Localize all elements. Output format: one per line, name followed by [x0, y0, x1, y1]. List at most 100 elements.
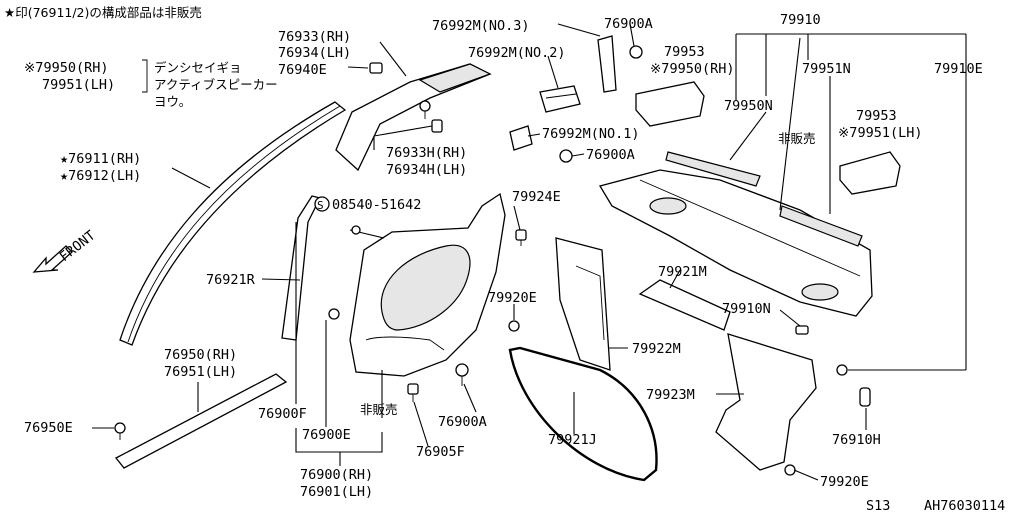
section-label: S13 — [866, 498, 890, 512]
label-76905f: 76905F — [416, 444, 465, 460]
label-76921r: 76921R — [206, 272, 256, 288]
label-76934-lh: 76934(LH) — [278, 45, 351, 61]
leader-76992m-2 — [547, 55, 559, 89]
label-76951-lh: 76951(LH) — [164, 364, 237, 380]
leader-76933 — [379, 41, 407, 77]
speaker-cover-79953-rh-icon — [635, 81, 705, 127]
label-76900a-low: 76900A — [438, 414, 487, 430]
upper-garnish-76933 — [335, 63, 492, 172]
legend-desc-2: アクティブスピーカー — [154, 77, 278, 92]
label-79921m: 79921M — [658, 264, 707, 280]
leader-76992m-3 — [557, 23, 601, 37]
leader-76900a-top — [629, 23, 635, 47]
diagram-code: AH76030114 — [924, 498, 1005, 512]
vent-79951n-icon — [779, 205, 863, 247]
weatherstrip-79921j — [508, 346, 658, 482]
label-76992m-2: 76992M(NO.2) — [468, 45, 566, 61]
label-76933h-rh: 76933H(RH) — [386, 145, 467, 161]
front-label: FRONT — [57, 228, 99, 266]
label-79951n: 79951N — [802, 61, 851, 77]
label-79953-right: 79953 — [856, 108, 897, 124]
clip-79920e-low-icon — [784, 464, 796, 476]
leader-76900a-low — [463, 383, 477, 413]
leader-79910n — [779, 309, 801, 327]
leader-79921m — [669, 269, 681, 289]
clip-79924e-icon — [515, 229, 527, 246]
label-79924e: 79924E — [512, 189, 561, 205]
label-76911-rh: ★76911(RH) — [60, 151, 141, 167]
label-79923m: 79923M — [646, 387, 695, 403]
speaker-cover-79953-lh-icon — [839, 151, 901, 195]
sill-strip-76950 — [115, 373, 288, 469]
label-76900a-top: 76900A — [604, 16, 653, 32]
label-79920e-mid: 79920E — [488, 290, 537, 306]
trim-79922m — [555, 237, 611, 371]
clip-76910h-icon — [859, 387, 871, 407]
legend-note: ★印(76911/2)の構成部品は非販売 — [4, 5, 202, 20]
label-79910n: 79910N — [722, 301, 771, 317]
label-76910h: 76910H — [832, 432, 881, 448]
clip-76900f-icon — [328, 308, 340, 320]
clip-76905f-icon — [407, 383, 419, 402]
bracket-76992m-2-icon — [539, 85, 581, 113]
label-76912-lh: ★76912(LH) — [60, 168, 141, 184]
bracket-76992m-3-icon — [597, 35, 617, 93]
clip-76940e-icon — [369, 62, 383, 74]
clip-76900a-mid-icon — [559, 149, 573, 163]
clip-76950e-icon — [114, 422, 126, 440]
pillar-trim-76921r — [281, 195, 321, 341]
screw-s-icon: S — [314, 196, 330, 212]
pillar-garnish-76911 — [119, 101, 347, 346]
legend-bracket — [142, 59, 148, 93]
leader-76911 — [171, 167, 211, 189]
label-79950-rh: ※79950(RH) — [650, 61, 734, 77]
leader-76921r — [261, 278, 301, 281]
trim-79923m — [715, 333, 817, 471]
label-76933-rh: 76933(RH) — [278, 29, 351, 45]
clip-76900a-lower-icon — [455, 363, 469, 386]
label-79910: 79910 — [780, 12, 821, 28]
parcel-shelf-79910 — [598, 169, 873, 317]
label-not-sold-2: 非販売 — [360, 402, 398, 417]
leader-76940e — [347, 66, 369, 69]
leader-76905f — [413, 401, 429, 447]
clip-79910n-icon — [795, 325, 809, 335]
label-76900f: 76900F — [258, 406, 307, 422]
leader-76933h-b — [373, 125, 433, 137]
clip-79910e-icon — [836, 364, 848, 376]
leader-79924e — [513, 205, 521, 231]
label-76901-lh: 76901(LH) — [300, 484, 373, 500]
label-79921j: 79921J — [548, 432, 597, 448]
clip-76933h-icon — [431, 119, 443, 133]
leader-76992m-1 — [527, 133, 541, 137]
legend-desc-3: ヨウ。 — [154, 94, 191, 109]
screw-icon — [419, 100, 431, 119]
screw-08540-icon — [351, 225, 361, 235]
clip-79920e-mid-icon — [508, 320, 520, 332]
legend-speaker-rh: ※79950(RH) — [24, 60, 108, 76]
legend-desc-1: デンシセイギョ — [154, 60, 242, 75]
label-79953-top: 79953 — [664, 44, 705, 60]
quarter-trim-76900 — [349, 192, 506, 377]
label-76900e: 76900E — [302, 427, 351, 443]
front-arrow-icon — [32, 245, 73, 273]
label-not-sold-1: 非販売 — [778, 131, 816, 146]
leader-bracket-76900 — [295, 428, 383, 453]
label-76940e: 76940E — [278, 62, 327, 78]
leader-79910-main — [779, 37, 801, 211]
leader-79950n — [729, 111, 767, 161]
vent-79950n-icon — [665, 151, 761, 187]
label-79920e-low: 79920E — [820, 474, 869, 490]
label-79922m: 79922M — [632, 341, 681, 357]
label-08540: 08540-51642 — [332, 197, 421, 213]
label-79951-lh: ※79951(LH) — [838, 125, 922, 141]
leader-79920e-low — [793, 469, 819, 481]
label-76934h-lh: 76934H(LH) — [386, 162, 467, 178]
clip-76900a-top-icon — [629, 45, 643, 59]
label-76992m-1: 76992M(NO.1) — [542, 126, 640, 142]
trim-79921m — [638, 279, 731, 331]
label-76992m-3: 76992M(NO.3) — [432, 18, 530, 34]
label-76900a-mid: 76900A — [586, 147, 635, 163]
label-76950-rh: 76950(RH) — [164, 347, 237, 363]
